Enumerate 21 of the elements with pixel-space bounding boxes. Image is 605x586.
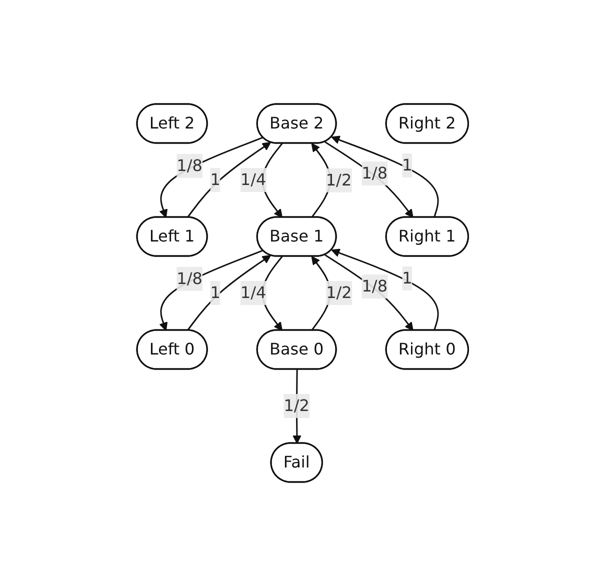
edge-label: 1/2 <box>326 282 352 302</box>
arrow <box>331 136 439 218</box>
edge-label: 1/4 <box>240 170 266 189</box>
arrow <box>331 248 439 331</box>
arrow <box>186 142 271 218</box>
arrow <box>186 254 271 331</box>
arrow <box>324 141 414 218</box>
edge-label: 1/2 <box>284 396 310 415</box>
edge-label: 1/8 <box>176 156 202 175</box>
edge-label: 1/2 <box>326 170 352 190</box>
edge-label: 1/8 <box>362 164 388 183</box>
edge-label: 1/8 <box>362 276 388 296</box>
edge-label: 1 <box>402 155 412 174</box>
arrow <box>159 136 264 218</box>
edge-label: 1/8 <box>176 268 202 288</box>
edge-label: 1 <box>210 170 220 189</box>
arrow <box>159 250 264 331</box>
arrow <box>324 254 414 331</box>
edge-label: 1 <box>210 282 220 302</box>
edge-label: 1/4 <box>240 282 266 302</box>
edge-label: 1 <box>402 268 412 288</box>
